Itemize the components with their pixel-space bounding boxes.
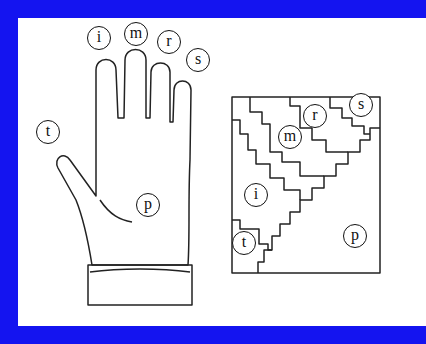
region-boundary <box>258 128 380 273</box>
finger-label: t <box>242 234 246 250</box>
letter-circle: m <box>278 125 302 149</box>
white-panel <box>18 18 426 326</box>
letter-circle: t <box>36 120 60 144</box>
finger-label: i <box>254 186 258 202</box>
finger-label: s <box>195 51 201 67</box>
finger-label: p <box>351 227 359 243</box>
letter-circle: r <box>303 104 327 128</box>
finger-label: i <box>97 29 101 45</box>
letter-circle: i <box>244 183 268 207</box>
finger-label: t <box>46 123 50 139</box>
palm-crease <box>100 200 132 222</box>
letter-circle: i <box>87 26 111 50</box>
letter-circle: t <box>232 231 256 255</box>
letter-circle: s <box>186 48 210 72</box>
finger-label: m <box>284 128 296 144</box>
finger-label: p <box>144 196 152 212</box>
letter-circle: s <box>349 93 373 117</box>
letter-circle: m <box>124 22 148 46</box>
hand-outline <box>57 50 191 266</box>
letter-circle: p <box>343 224 367 248</box>
finger-label: s <box>358 96 364 112</box>
letter-circle: r <box>157 30 181 54</box>
finger-label: m <box>130 25 142 41</box>
letter-circle: p <box>136 193 160 217</box>
map-square <box>232 97 380 273</box>
finger-label: r <box>312 107 317 123</box>
finger-label: r <box>166 33 171 49</box>
wrist-cuff <box>88 265 192 305</box>
